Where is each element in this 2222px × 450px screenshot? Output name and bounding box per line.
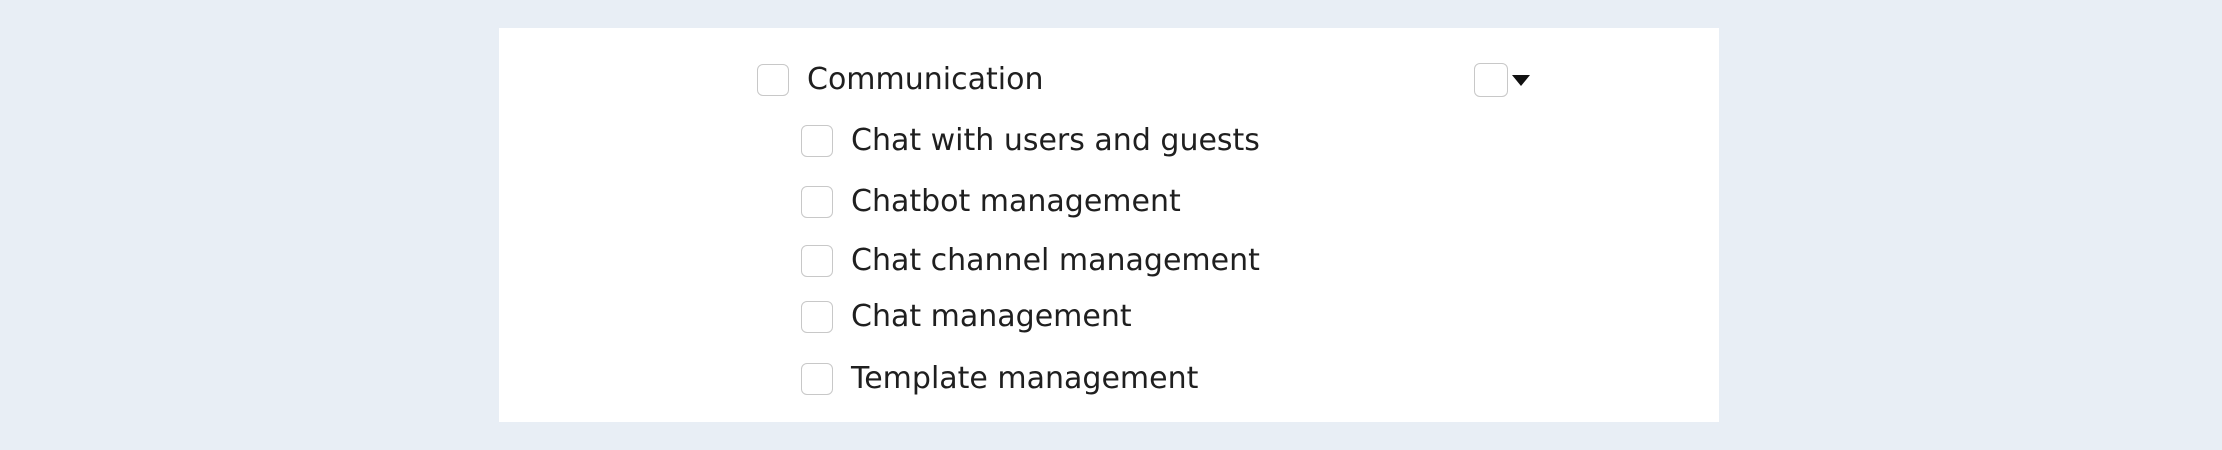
permission-label: Chatbot management: [851, 184, 1181, 219]
communication-label: Communication: [807, 62, 1044, 97]
permission-item: Chatbot management: [801, 182, 1181, 222]
permission-label: Chat with users and guests: [851, 123, 1260, 158]
permission-label: Chat channel management: [851, 243, 1260, 278]
template-management-checkbox[interactable]: [801, 363, 833, 395]
group-select-control: [1474, 60, 1534, 100]
communication-checkbox[interactable]: [757, 64, 789, 96]
chevron-down-icon: [1512, 74, 1530, 86]
select-options-dropdown[interactable]: [1508, 68, 1534, 92]
permission-item: Chat with users and guests: [801, 121, 1260, 161]
select-all-checkbox[interactable]: [1474, 63, 1508, 97]
permission-label: Template management: [851, 361, 1199, 396]
permission-item: Chat management: [801, 297, 1132, 337]
chat-management-checkbox[interactable]: [801, 301, 833, 333]
permission-item: Chat channel management: [801, 241, 1260, 281]
permission-group-communication: Communication: [757, 60, 1043, 100]
permissions-panel: Communication Chat with users and guests…: [499, 28, 1719, 422]
permission-label: Chat management: [851, 299, 1132, 334]
chat-with-users-checkbox[interactable]: [801, 125, 833, 157]
permission-item: Template management: [801, 359, 1198, 399]
chatbot-management-checkbox[interactable]: [801, 186, 833, 218]
chat-channel-management-checkbox[interactable]: [801, 245, 833, 277]
